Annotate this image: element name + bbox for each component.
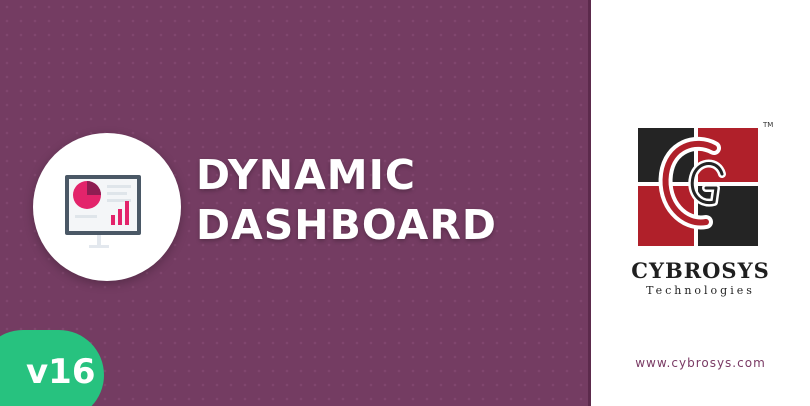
title-line-dashboard: DASHBOARD bbox=[196, 201, 497, 249]
brand-name: CYBROSYS bbox=[631, 258, 770, 283]
brand-panel: TM CYBROSYS Technologies www.cybrosys.co… bbox=[588, 0, 810, 406]
version-badge: v16 bbox=[0, 330, 104, 406]
version-label: v16 bbox=[26, 352, 96, 392]
website-url: www.cybrosys.com bbox=[635, 356, 766, 370]
dashboard-icon-badge bbox=[33, 133, 181, 281]
dashboard-presentation-icon bbox=[65, 175, 141, 248]
cybrosys-logo bbox=[638, 128, 758, 246]
module-title: DYNAMIC DASHBOARD bbox=[196, 150, 497, 250]
banner-left-panel: DYNAMIC DASHBOARD v16 bbox=[0, 0, 588, 406]
title-line-dynamic: DYNAMIC bbox=[196, 151, 416, 199]
brand-subtitle: Technologies bbox=[646, 284, 755, 297]
trademark-mark: TM bbox=[763, 121, 774, 129]
